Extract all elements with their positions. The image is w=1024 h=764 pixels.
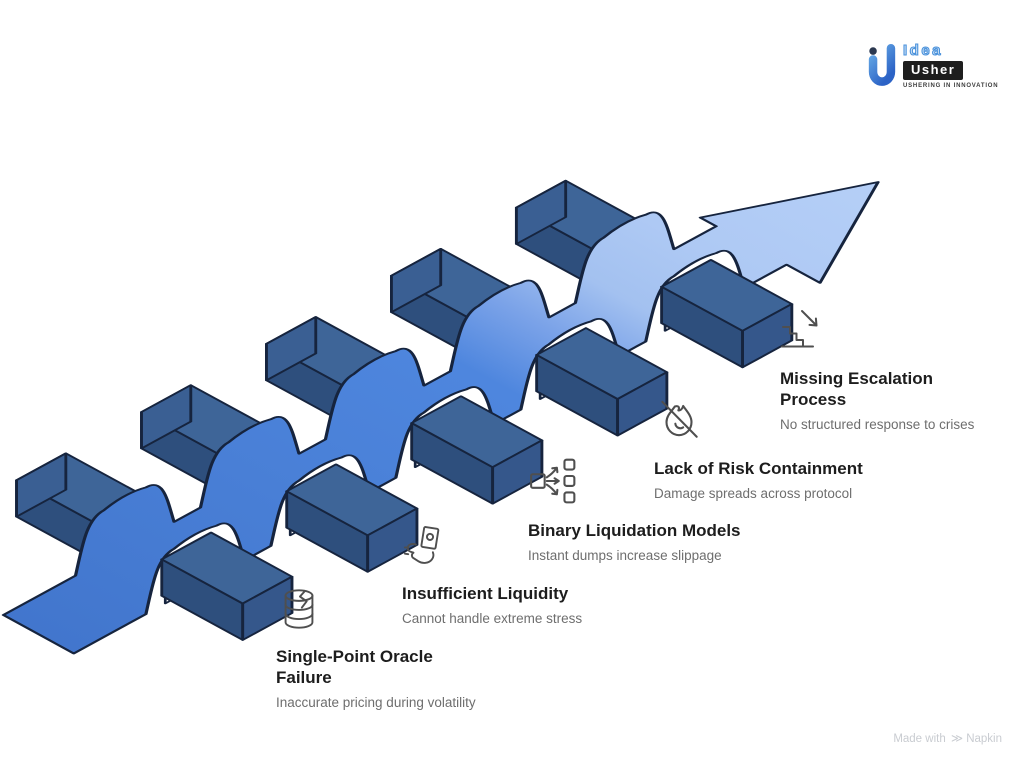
napkin-logo-icon: ≫ xyxy=(950,733,963,745)
stairs-down-icon xyxy=(780,306,974,359)
logo-idea-text: Idea xyxy=(902,41,944,59)
split-distribution-icon xyxy=(528,456,741,511)
idea-usher-logo: Idea Usher USHERING IN INNOVATION xyxy=(866,41,999,99)
step-title: Binary Liquidation Models xyxy=(528,521,741,540)
step-subtitle: No structured response to crises xyxy=(780,417,975,432)
idea-usher-logo-mark-icon xyxy=(866,42,898,99)
step-subtitle: Damage spreads across protocol xyxy=(654,486,853,501)
cracked-database-icon xyxy=(276,586,476,637)
step-subtitle: Instant dumps increase slippage xyxy=(528,548,722,563)
step-missing-escalation-process: Missing Escalation Process No structured… xyxy=(780,306,974,432)
step-single-point-oracle-failure: Single-Point Oracle Failure Inaccurate p… xyxy=(276,586,476,710)
napkin-watermark: Made with ≫ Napkin xyxy=(893,731,1002,745)
ribbon-arrow xyxy=(1,181,880,655)
fire-off-icon xyxy=(654,394,863,449)
logo-tagline: USHERING IN INNOVATION xyxy=(903,83,999,89)
step-lack-of-risk-containment: Lack of Risk Containment Damage spreads … xyxy=(654,394,863,501)
step-title: Missing Escalation Process xyxy=(780,369,934,409)
step-insufficient-liquidity: Insufficient Liquidity Cannot handle ext… xyxy=(402,523,582,626)
step-title: Lack of Risk Containment xyxy=(654,459,863,478)
step-title: Single-Point Oracle Failure xyxy=(276,647,433,687)
made-with-text: Made with xyxy=(893,733,946,745)
step-binary-liquidation-models: Binary Liquidation Models Instant dumps … xyxy=(528,456,741,563)
logo-usher-text: Usher xyxy=(903,61,964,80)
napkin-brand-text: Napkin xyxy=(966,733,1002,745)
cash-grab-icon xyxy=(402,523,582,574)
step-title: Insufficient Liquidity xyxy=(402,584,569,603)
isometric-scene xyxy=(0,179,880,655)
step-subtitle: Inaccurate pricing during volatility xyxy=(276,695,476,710)
step-subtitle: Cannot handle extreme stress xyxy=(402,611,583,626)
